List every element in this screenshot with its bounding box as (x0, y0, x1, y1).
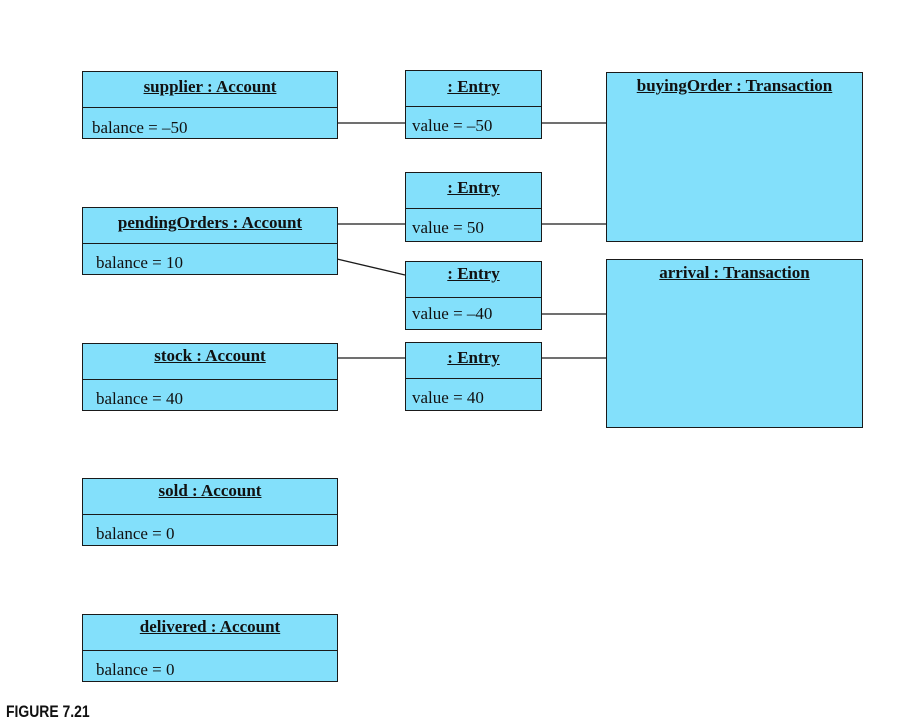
entry-4: : Entry value = 40 (405, 342, 542, 411)
account-title: delivered : Account (139, 617, 281, 636)
entry-value: value = –50 (412, 116, 493, 135)
account-title: pendingOrders : Account (117, 213, 303, 232)
divider (83, 107, 337, 108)
account-stock: stock : Account balance = 40 (82, 343, 338, 411)
account-pending-orders: pendingOrders : Account balance = 10 (82, 207, 338, 275)
account-sold: sold : Account balance = 0 (82, 478, 338, 546)
divider (83, 514, 337, 515)
entry-3: : Entry value = –40 (405, 261, 542, 330)
entry-title: : Entry (447, 264, 500, 283)
entry-title: : Entry (447, 348, 500, 367)
entry-value: value = 40 (412, 388, 484, 407)
transaction-title: arrival : Transaction (659, 263, 810, 282)
entry-2: : Entry value = 50 (405, 172, 542, 242)
account-balance: balance = 10 (96, 253, 183, 272)
transaction-buying-order: buyingOrder : Transaction (606, 72, 863, 242)
divider (83, 650, 337, 651)
transaction-title: buyingOrder : Transaction (636, 76, 833, 95)
account-balance: balance = –50 (92, 118, 188, 137)
account-title: stock : Account (154, 346, 266, 365)
link-pending-entry3 (336, 258, 406, 276)
account-balance: balance = 0 (96, 660, 175, 679)
entry-value: value = –40 (412, 304, 493, 323)
entry-value: value = 50 (412, 218, 484, 237)
entry-1: : Entry value = –50 (405, 70, 542, 139)
account-supplier: supplier : Account balance = –50 (82, 71, 338, 139)
account-balance: balance = 0 (96, 524, 175, 543)
divider (83, 243, 337, 244)
entry-title: : Entry (447, 178, 500, 197)
divider (406, 297, 541, 298)
account-title: supplier : Account (143, 77, 277, 96)
account-title: sold : Account (158, 481, 262, 500)
divider (406, 378, 541, 379)
account-delivered: delivered : Account balance = 0 (82, 614, 338, 682)
divider (406, 106, 541, 107)
transaction-arrival: arrival : Transaction (606, 259, 863, 428)
divider (83, 379, 337, 380)
entry-title: : Entry (447, 77, 500, 96)
figure-caption: FIGURE 7.21 (6, 702, 90, 721)
account-balance: balance = 40 (96, 389, 183, 408)
divider (406, 208, 541, 209)
